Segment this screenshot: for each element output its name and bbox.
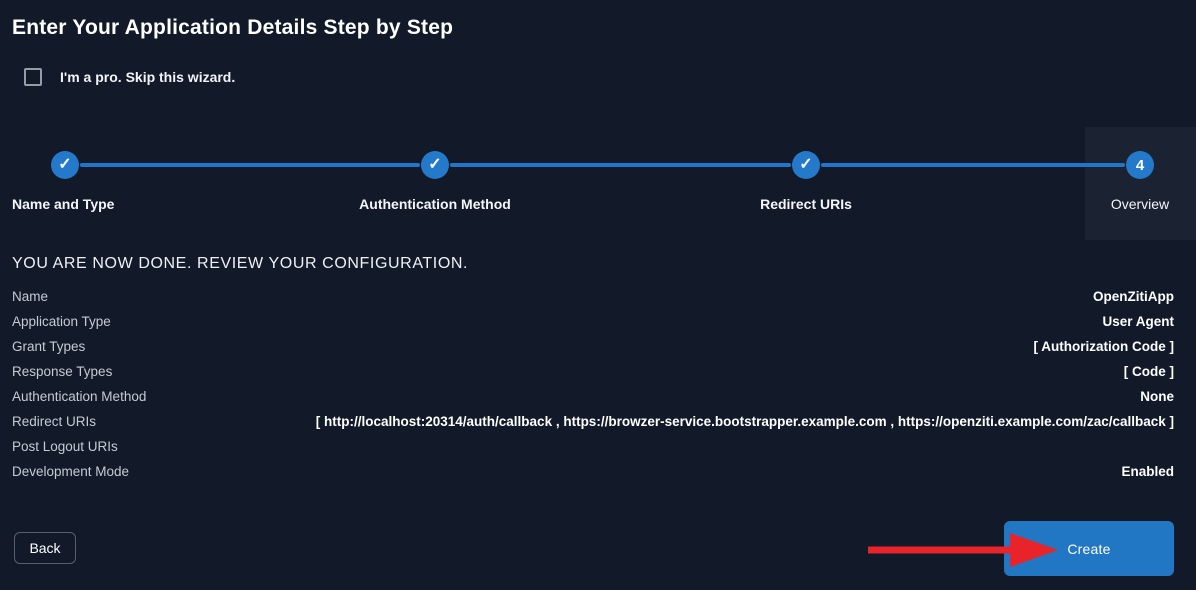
stepper-connector: [80, 163, 420, 167]
wizard-stepper: ✓ ✓ ✓ 4 Name and Type Authentication Met…: [0, 127, 1196, 240]
row-label: Post Logout URIs: [12, 439, 118, 454]
row-value: [ Authorization Code ]: [1033, 339, 1174, 354]
review-row-post-logout-uris: Post Logout URIs: [12, 434, 1174, 459]
step-label-authentication-method: Authentication Method: [359, 196, 511, 212]
review-row-redirect-uris: Redirect URIs [ http://localhost:20314/a…: [12, 409, 1174, 434]
review-row-development-mode: Development Mode Enabled: [12, 459, 1174, 484]
review-row-response-types: Response Types [ Code ]: [12, 359, 1174, 384]
row-value: User Agent: [1102, 314, 1174, 329]
review-row-name: Name OpenZitiApp: [12, 284, 1174, 309]
review-row-authentication-method: Authentication Method None: [12, 384, 1174, 409]
check-icon: ✓: [799, 156, 813, 173]
page-title: Enter Your Application Details Step by S…: [12, 16, 454, 39]
stepper-connector: [821, 163, 1125, 167]
stepper-connector: [450, 163, 791, 167]
row-value: [ Code ]: [1123, 364, 1174, 379]
check-icon: ✓: [428, 156, 442, 173]
row-value: [ http://localhost:20314/auth/callback ,…: [315, 414, 1174, 429]
row-label: Name: [12, 289, 49, 304]
step-4-circle: 4: [1126, 151, 1154, 179]
row-value: None: [1140, 389, 1174, 404]
check-icon: ✓: [58, 156, 72, 173]
step-label-overview: Overview: [1110, 196, 1170, 212]
review-heading: YOU ARE NOW DONE. REVIEW YOUR CONFIGURAT…: [12, 255, 469, 272]
step-1-circle: ✓: [51, 151, 79, 179]
row-label: Authentication Method: [12, 389, 147, 404]
row-label: Grant Types: [12, 339, 86, 354]
back-button[interactable]: Back: [14, 532, 76, 564]
row-value: Enabled: [1121, 464, 1174, 479]
row-label: Response Types: [12, 364, 113, 379]
active-step-highlight: [1085, 127, 1196, 240]
row-label: Redirect URIs: [12, 414, 97, 429]
row-label: Development Mode: [12, 464, 130, 479]
step-2-circle: ✓: [421, 151, 449, 179]
step-label-redirect-uris: Redirect URIs: [760, 196, 852, 212]
create-button[interactable]: Create: [1004, 521, 1174, 576]
review-row-application-type: Application Type User Agent: [12, 309, 1174, 334]
review-row-grant-types: Grant Types [ Authorization Code ]: [12, 334, 1174, 359]
skip-wizard-row: I'm a pro. Skip this wizard.: [24, 68, 235, 86]
step-3-circle: ✓: [792, 151, 820, 179]
review-rows: Name OpenZitiApp Application Type User A…: [12, 284, 1174, 484]
skip-wizard-label: I'm a pro. Skip this wizard.: [60, 69, 236, 85]
row-label: Application Type: [12, 314, 111, 329]
step-number: 4: [1135, 156, 1145, 174]
skip-wizard-checkbox[interactable]: [24, 68, 42, 86]
row-value: OpenZitiApp: [1093, 289, 1174, 304]
step-label-name-and-type: Name and Type: [12, 196, 115, 212]
